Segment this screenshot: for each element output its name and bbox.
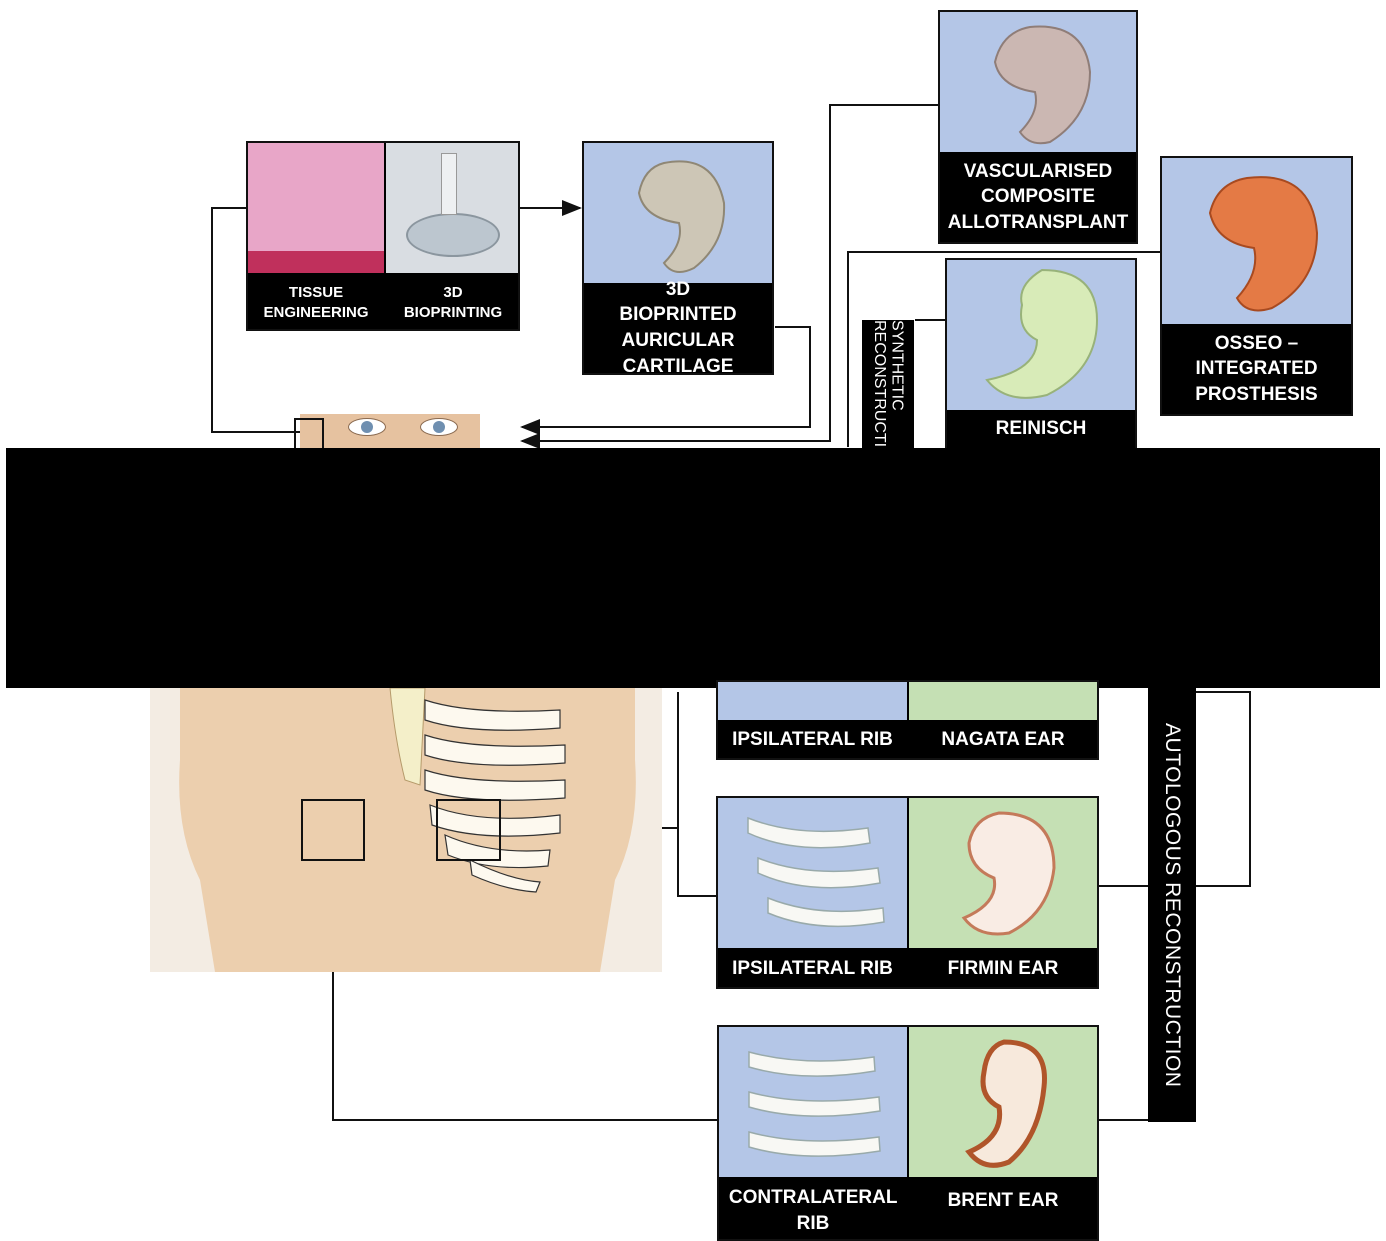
bioprinted-cartilage-label: 3D BIOPRINTED AURICULAR CARTILAGE <box>584 283 772 373</box>
ear-icon <box>947 260 1135 410</box>
bioprinted-cartilage-panel: 3D BIOPRINTED AURICULAR CARTILAGE <box>582 141 774 375</box>
histology-image <box>248 143 384 273</box>
bioprinting-label: 3D BIOPRINTING <box>386 275 520 331</box>
bioprinter-image <box>386 143 520 273</box>
osseo-panel: OSSEO – INTEGRATED PROSTHESIS <box>1160 156 1353 416</box>
ear-icon <box>909 1027 1097 1177</box>
osseo-label: OSSEO – INTEGRATED PROSTHESIS <box>1162 324 1351 414</box>
tissue-bioprinting-panel: TISSUE ENGINEERING 3D BIOPRINTING <box>246 141 520 331</box>
autologous-reconstruction-label: AUTOLOGOUS RECONSTRUCTION <box>1148 688 1196 1122</box>
redaction-bar <box>6 448 1380 688</box>
firmin-panel: IPSILATERAL RIB FIRMIN EAR <box>716 796 1099 989</box>
tissue-engineering-label: TISSUE ENGINEERING <box>248 275 384 331</box>
rib-cartilage-icon <box>718 798 907 948</box>
ear-icon <box>940 12 1136 152</box>
rib-cartilage-icon <box>719 1027 907 1177</box>
synthetic-reconstruction-label: SYNTHETIC RECONSTRUCTI <box>862 320 914 450</box>
ear-icon <box>909 798 1097 948</box>
ipsilateral-rib-label-2: IPSILATERAL RIB <box>718 950 907 987</box>
vca-label: VASCULARISED COMPOSITE ALLOTRANSPLANT <box>940 152 1136 242</box>
vca-panel: VASCULARISED COMPOSITE ALLOTRANSPLANT <box>938 10 1138 244</box>
brent-panel: CONTRALATERAL RIB BRENT EAR <box>717 1025 1099 1241</box>
brent-ear-label: BRENT EAR <box>909 1179 1097 1223</box>
reinisch-label: REINISCH <box>947 410 1135 448</box>
nagata-ear-label: NAGATA EAR <box>909 722 1097 758</box>
contralateral-rib-label: CONTRALATERAL RIB <box>719 1179 907 1241</box>
ear-icon <box>1162 158 1351 324</box>
ear-icon <box>584 143 772 283</box>
ipsilateral-rib-label-1: IPSILATERAL RIB <box>718 722 907 758</box>
nagata-panel: IPSILATERAL RIB NAGATA EAR <box>716 680 1099 760</box>
firmin-ear-label: FIRMIN EAR <box>909 950 1097 987</box>
reinisch-panel: REINISCH <box>945 258 1137 450</box>
